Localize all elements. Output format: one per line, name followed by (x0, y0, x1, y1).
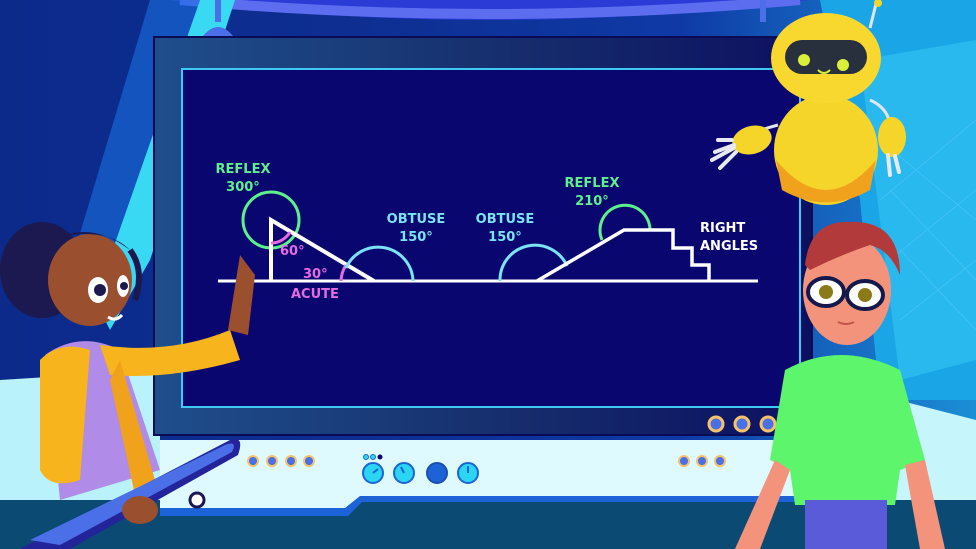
obtuse-150-right-label: OBTUSE 150° (471, 211, 539, 247)
right-angles-line1: RIGHT (700, 221, 746, 236)
right-angles-line2: ANGLES (700, 239, 759, 254)
angle-60-label: 60° (280, 244, 305, 259)
reflex-300-value: 300° (226, 180, 260, 195)
reflex-210-label: REFLEX 210° (561, 175, 623, 211)
acute-label: ACUTE (291, 287, 339, 302)
reflex-300-label: REFLEX 300° (212, 161, 274, 197)
screen-buttons (707, 415, 777, 433)
obtuse-left-title: OBTUSE (386, 212, 446, 227)
reflex-300-title: REFLEX (215, 162, 271, 177)
left-lights (247, 455, 315, 467)
right-lights (678, 455, 726, 467)
obtuse-left-value: 150° (399, 230, 433, 245)
obtuse-150-left-label: OBTUSE 150° (382, 211, 450, 247)
obtuse-right-title: OBTUSE (475, 212, 535, 227)
gauges (362, 454, 479, 484)
reflex-210-title: REFLEX (564, 176, 620, 191)
obtuse-right-value: 150° (488, 230, 522, 245)
angle-30-label: 30° (303, 267, 328, 282)
reflex-210-value: 210° (575, 194, 609, 209)
right-angles-label: RIGHT ANGLES (700, 220, 758, 256)
